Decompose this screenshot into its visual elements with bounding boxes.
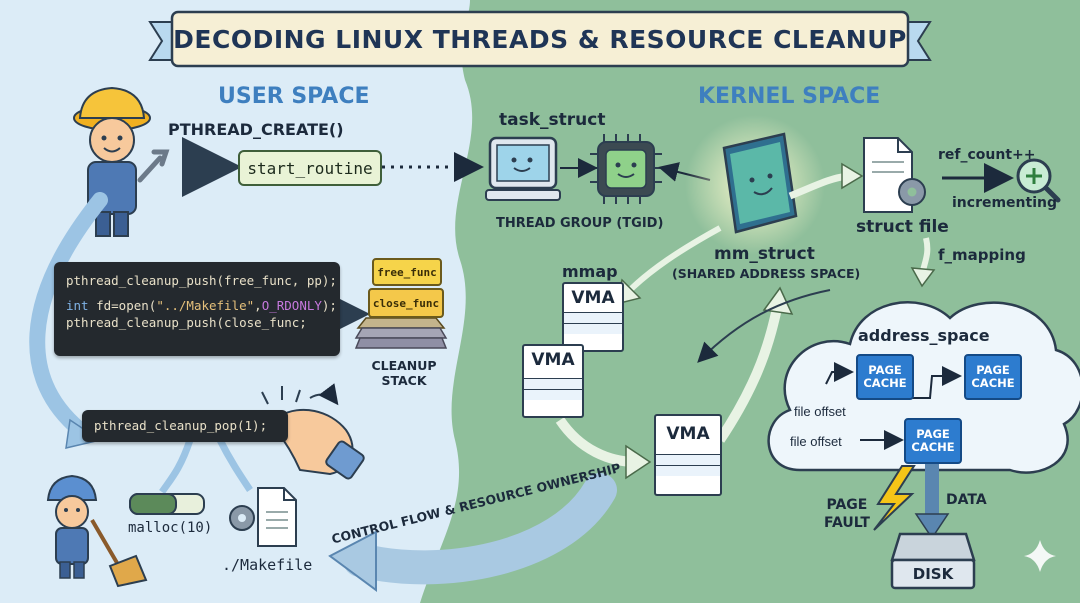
shared-address-space-label: (SHARED ADDRESS SPACE)	[672, 266, 861, 281]
cpu-chip-icon	[590, 134, 662, 204]
user-space-label: USER SPACE	[218, 84, 370, 109]
disk-label: DISK	[912, 565, 954, 583]
code-line-3: pthread_cleanup_push(close_func;	[66, 315, 307, 330]
lifecycle-arrow	[29, 192, 108, 438]
vma-box-2: VMA	[522, 344, 584, 418]
cleanup-push-code-block: pthread_cleanup_push(free_func, pp); int…	[54, 262, 340, 356]
mm-struct-book-icon	[685, 115, 825, 255]
struct-file-document-icon	[863, 137, 926, 213]
makefile-label: ./Makefile	[222, 556, 313, 574]
lightning-icon	[873, 465, 916, 531]
code-text: ,	[254, 298, 262, 313]
incrementing-label: incrementing	[952, 195, 1057, 211]
start-routine-box: start_routine	[238, 150, 382, 186]
magnifier-icon	[1016, 158, 1061, 203]
sparkle-icon	[1024, 540, 1056, 572]
vma-box-3: VMA	[654, 414, 722, 496]
code-keyword: int	[66, 298, 89, 313]
address-space-cloud	[767, 301, 1080, 474]
stack-card-free-func: free_func	[372, 258, 442, 286]
pointing-hand-icon	[261, 383, 365, 480]
mm-struct-label: mm_struct	[714, 244, 815, 264]
page-cache-line2: CACHE	[863, 376, 907, 390]
page-title: DECODING LINUX THREADS & RESOURCE CLEANU…	[173, 24, 907, 54]
kernel-space-label: KERNEL SPACE	[698, 84, 881, 109]
vma-label: VMA	[531, 350, 575, 370]
title-banner	[148, 10, 932, 68]
file-offset-label-2: file offset	[790, 434, 842, 449]
cleanup-stack-label: CLEANUP STACK	[364, 358, 444, 388]
vma-stripe	[524, 378, 582, 389]
cleanup-pop-code-block: pthread_cleanup_pop(1);	[82, 410, 288, 442]
vma-stripe	[564, 323, 622, 334]
makefile-document-icon	[229, 487, 297, 547]
disk-icon	[890, 532, 976, 590]
cleanup-stack-icon	[354, 317, 448, 349]
computer-icon	[485, 136, 561, 201]
f-mapping-label: f_mapping	[938, 246, 1026, 264]
vma-box-1: VMA	[562, 282, 624, 352]
code-constant: O_RDONLY	[261, 298, 322, 313]
code-line-1: pthread_cleanup_push(free_func, pp);	[66, 273, 337, 288]
worker-character-icon	[73, 86, 170, 237]
page-cache-line1: PAGE	[916, 427, 950, 441]
address-space-label: address_space	[858, 326, 990, 345]
page-fault-label: PAGE FAULT	[824, 496, 870, 532]
code-line-2: int fd=open("../Makefile",O_RDONLY);	[66, 297, 337, 314]
malloc-label: malloc(10)	[128, 520, 213, 536]
vma-stripe	[656, 465, 720, 476]
cleanup-stack-label-line1: CLEANUP	[371, 358, 437, 373]
vma-stripe	[656, 454, 720, 465]
page-cache-line1: PAGE	[868, 363, 902, 377]
code-string: "../Makefile"	[156, 298, 255, 313]
data-label: DATA	[946, 492, 987, 508]
struct-file-label: struct file	[856, 217, 949, 237]
vma-stripe	[564, 312, 622, 323]
code-text: );	[321, 298, 337, 313]
control-flow-arrow	[328, 473, 617, 592]
task-struct-label: task_struct	[499, 110, 606, 130]
cleanup-stack-label-line2: STACK	[381, 373, 427, 388]
vma-label: VMA	[666, 424, 710, 444]
mmap-label: mmap	[562, 262, 618, 281]
file-offset-label-1: file offset	[794, 404, 846, 419]
page-fault-line1: PAGE	[826, 497, 868, 513]
vma-stripe	[524, 389, 582, 400]
code-text: fd=open(	[88, 298, 157, 313]
vma-label: VMA	[571, 288, 615, 308]
pthread-create-label: PTHREAD_CREATE()	[168, 120, 344, 139]
cleaner-character-icon	[46, 474, 148, 588]
ref-count-label: ref_count++	[938, 147, 1036, 163]
page-fault-line2: FAULT	[824, 515, 870, 531]
page-cache-line2: CACHE	[911, 440, 955, 454]
page-cache-line2: CACHE	[971, 376, 1015, 390]
thread-group-label: THREAD GROUP (TGID)	[496, 216, 664, 231]
malloc-block-icon	[129, 493, 205, 515]
stack-card-close-func: close_func	[368, 288, 444, 318]
page-cache-line1: PAGE	[976, 363, 1010, 377]
